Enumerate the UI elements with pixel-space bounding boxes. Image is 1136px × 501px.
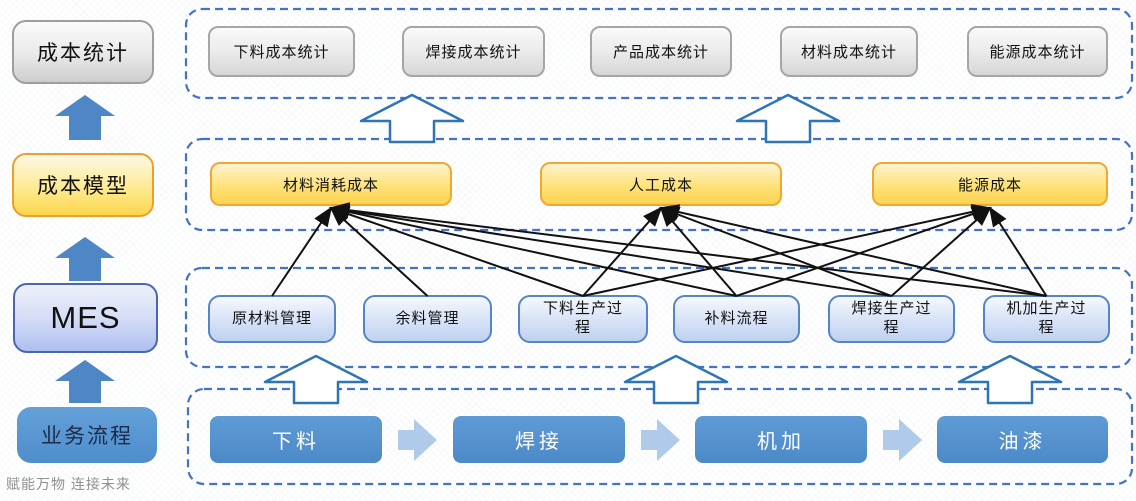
connector-line bbox=[582, 203, 992, 297]
connector-line bbox=[736, 206, 992, 297]
hollow-up-arrow-icon bbox=[735, 93, 841, 144]
connector-line bbox=[659, 204, 1047, 297]
connector-line bbox=[659, 206, 738, 297]
connector-line bbox=[890, 206, 992, 297]
right-chevron-arrow-icon bbox=[883, 419, 922, 461]
connector-line bbox=[582, 206, 663, 297]
process-step-box: 机加 bbox=[695, 416, 867, 463]
stat-box: 焊接成本统计 bbox=[402, 26, 545, 77]
hollow-up-arrow-icon bbox=[623, 354, 729, 405]
stat-box: 材料成本统计 bbox=[780, 26, 918, 77]
hollow-up-arrow-icon bbox=[957, 354, 1063, 405]
mes-module-box: 补料流程 bbox=[673, 295, 800, 343]
up-arrow-icon bbox=[55, 360, 115, 403]
watermark-text: 赋能万物 连接未来 bbox=[6, 476, 131, 492]
cost-element-box: 材料消耗成本 bbox=[210, 162, 452, 206]
connector-line bbox=[659, 206, 892, 297]
up-arrow-icon bbox=[55, 237, 115, 281]
process-step-box: 下料 bbox=[210, 416, 382, 463]
process-step-box: 油漆 bbox=[937, 416, 1108, 463]
cost-element-box: 人工成本 bbox=[540, 162, 782, 206]
connector-line bbox=[271, 206, 333, 297]
cost-statistics-box: 成本统计 bbox=[12, 20, 154, 84]
cost-model-box: 成本模型 bbox=[12, 153, 154, 217]
connector-line bbox=[329, 206, 584, 297]
hollow-up-arrow-icon bbox=[359, 93, 465, 144]
business-process-box: 业务流程 bbox=[17, 407, 157, 463]
mes-module-box: 机加生产过程 bbox=[983, 295, 1110, 343]
stat-box: 产品成本统计 bbox=[590, 26, 732, 77]
connector-line bbox=[329, 202, 892, 297]
right-chevron-arrow-icon bbox=[398, 419, 437, 461]
mes-module-box: 下料生产过程 bbox=[518, 295, 648, 343]
up-arrow-icon bbox=[55, 95, 115, 140]
connector-lines bbox=[271, 202, 1048, 297]
cost-element-box: 能源成本 bbox=[872, 162, 1108, 206]
mes-module-box: 焊接生产过程 bbox=[828, 295, 955, 343]
connector-line bbox=[988, 206, 1048, 297]
connector-line bbox=[329, 206, 429, 297]
mes-box: MES bbox=[13, 283, 158, 353]
stat-box: 下料成本统计 bbox=[208, 26, 355, 77]
stat-box: 能源成本统计 bbox=[967, 26, 1108, 77]
right-chevron-arrow-icon bbox=[641, 419, 680, 461]
connector-line bbox=[329, 202, 1047, 297]
process-step-box: 焊接 bbox=[453, 416, 625, 463]
hollow-up-arrow-icon bbox=[263, 354, 369, 405]
mes-module-box: 原材料管理 bbox=[208, 295, 336, 343]
connector-line bbox=[329, 203, 737, 297]
mes-module-box: 余料管理 bbox=[363, 295, 492, 343]
